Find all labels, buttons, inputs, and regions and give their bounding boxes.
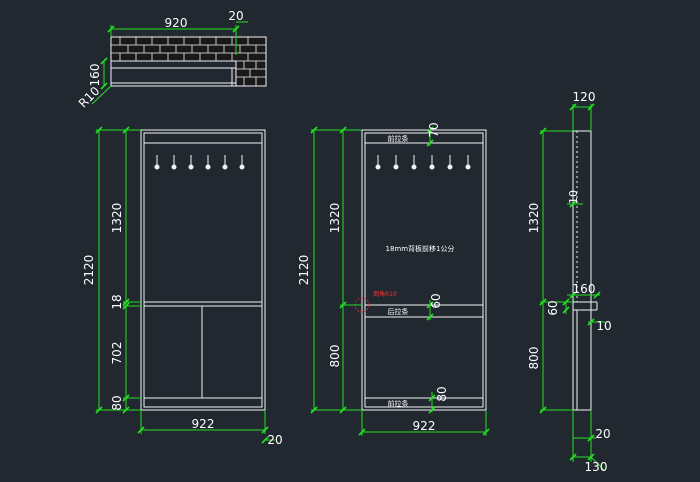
side-outer-frame (572, 130, 592, 411)
side-shelf-thick-dim: 60 (546, 300, 560, 315)
section-outer-frame (361, 129, 487, 411)
section-top-strip-label: 前拉条 (388, 134, 409, 143)
section-corner-note: 倒角R10 (373, 290, 397, 298)
plan-radius-dim: R10 (76, 84, 103, 111)
section-mid-strip-dim: 60 (429, 293, 443, 308)
plan-width-dim: 920 (165, 16, 188, 30)
side-lower-height-dim: 800 (527, 347, 541, 370)
side-gap-dim: 10 (596, 319, 611, 333)
side-upper-height-dim: 1320 (527, 203, 541, 234)
section-lower-height-dim: 800 (328, 345, 342, 368)
side-bottom-depth-dim: 130 (585, 460, 608, 474)
front-view: 2120 1320 18 702 80 922 20 (82, 126, 283, 447)
plan-depth-dim: 160 (88, 64, 102, 87)
side-shelf-depth-dim: 160 (573, 282, 596, 296)
section-width-dim: 922 (413, 419, 436, 433)
front-total-height-dim: 2120 (82, 255, 96, 286)
side-recess-dim: 10 (567, 190, 580, 204)
section-hook-row (375, 155, 471, 170)
side-top-width-dim: 120 (573, 90, 596, 104)
brick-pattern (111, 37, 266, 86)
section-upper-height-dim: 1320 (328, 203, 342, 234)
plan-view: 920 20 160 R10 (76, 9, 267, 111)
front-lower-height-dim: 702 (110, 342, 124, 365)
side-view: 120 1320 800 10 160 60 10 20 (527, 90, 612, 474)
front-side-offset-dim: 20 (267, 433, 282, 447)
front-shelf-dim: 18 (110, 294, 124, 309)
front-outer-frame (140, 129, 266, 411)
section-back-panel-note: 18mm背板前移1公分 (386, 244, 455, 253)
plan-cabinet (110, 60, 237, 87)
section-bottom-strip-label: 前拉条 (388, 399, 409, 408)
front-hook-row (154, 155, 245, 170)
section-bottom-strip-dim: 80 (435, 386, 449, 401)
section-view: 前拉条 后拉条 前拉条 18mm背板前移1公分 倒角R10 2120 1320 … (297, 122, 490, 436)
section-top-strip-dim: 70 (427, 122, 441, 137)
section-total-height-dim: 2120 (297, 255, 311, 286)
section-mid-strip-label: 后拉条 (388, 307, 409, 316)
front-upper-height-dim: 1320 (110, 203, 124, 234)
front-base-dim: 80 (110, 395, 124, 410)
side-bottom-offset-dim: 20 (595, 427, 610, 441)
plan-offset-dim: 20 (228, 9, 243, 23)
front-width-dim: 922 (192, 417, 215, 431)
